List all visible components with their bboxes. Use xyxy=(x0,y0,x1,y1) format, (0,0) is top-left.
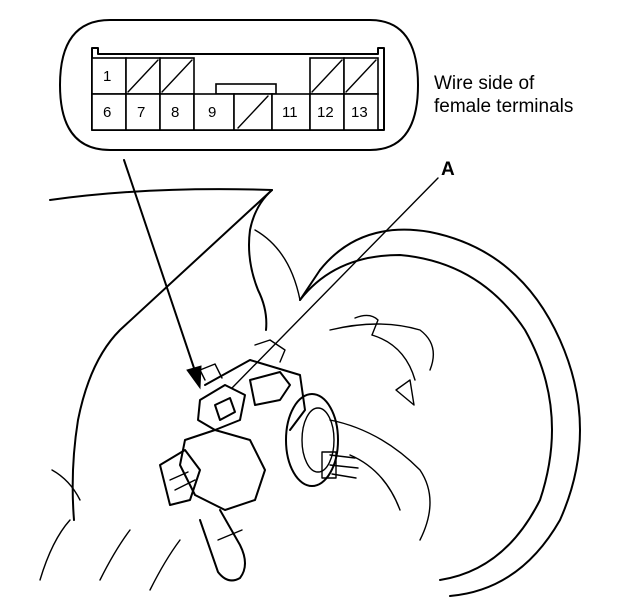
empty-cavity-slash xyxy=(161,59,193,93)
terminal-cell-9 xyxy=(193,93,235,131)
combination-switch-assembly xyxy=(159,339,306,582)
empty-cavity-slash xyxy=(311,59,343,93)
callout-leader-line xyxy=(231,177,439,389)
pointer-arrow-line xyxy=(123,159,197,375)
terminal-cell-12 xyxy=(309,93,345,131)
terminal-cell-13 xyxy=(343,93,379,131)
terminal-label-6: 6 xyxy=(103,104,111,121)
callout-label-a: A xyxy=(441,159,455,180)
connector-face-view: 1 6 7 8 9 11 12 xyxy=(59,19,419,151)
terminal-label-13: 13 xyxy=(351,104,368,121)
connector-lock-tab xyxy=(215,83,277,95)
terminal-cell-6 xyxy=(91,93,127,131)
terminal-label-9: 9 xyxy=(208,104,216,121)
caption-line-2: female terminals xyxy=(434,96,573,117)
steering-wheel xyxy=(299,228,581,597)
pointer-arrowhead xyxy=(186,365,202,390)
connector-top-row: 1 xyxy=(91,57,379,95)
terminal-cell-8 xyxy=(159,93,195,131)
caption-line-1: Wire side of xyxy=(434,73,535,94)
terminal-label-7: 7 xyxy=(137,104,145,121)
empty-cavity-slash xyxy=(127,59,159,93)
terminal-cell-7 xyxy=(125,93,161,131)
terminal-label-8: 8 xyxy=(171,104,179,121)
terminal-label-11: 11 xyxy=(282,104,298,121)
dashboard-outline xyxy=(39,188,301,591)
terminal-label-1: 1 xyxy=(103,68,111,85)
terminal-cell-11 xyxy=(271,93,311,131)
empty-cavity-slash xyxy=(237,95,269,129)
cable-reel xyxy=(285,393,359,487)
empty-cavity-slash xyxy=(345,59,377,93)
connector-bubble-outline xyxy=(59,19,419,151)
connector-bottom-row: 6 7 8 9 11 12 13 xyxy=(91,93,379,131)
terminal-label-12: 12 xyxy=(317,104,334,121)
pointer-arrow xyxy=(123,159,202,390)
